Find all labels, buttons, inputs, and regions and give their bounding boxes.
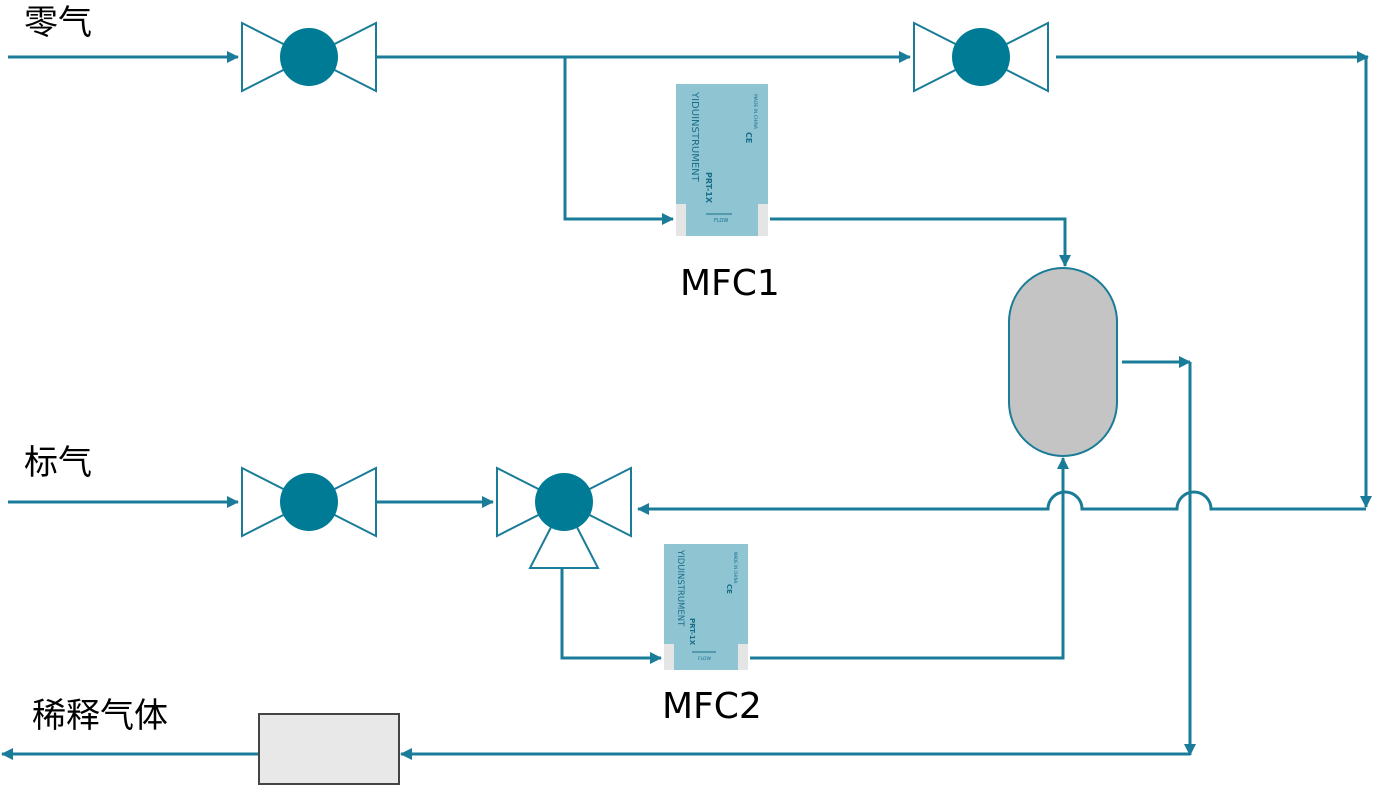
mfc-flow-text: FLOW [698,656,711,662]
bypass-return-pipe [637,490,1366,515]
valve-branch-port [528,499,600,569]
dilution-gas-label: 稀释气体 [32,696,168,736]
mfc-inlet-fitting [676,204,686,236]
two-way-valve-icon[interactable] [241,21,377,93]
mfc-ce-mark: CE [744,132,753,143]
mfc-made-in-text: MADE IN CHINA [733,552,738,583]
mfc-outlet-fitting [738,644,748,670]
mfc-outlet-fitting [758,204,768,236]
two-way-valve-icon[interactable] [241,466,377,538]
zero-gas-label: 零气 [24,3,92,43]
mfc2-label: MFC2 [662,686,762,727]
two-way-valve-icon[interactable] [913,21,1049,93]
mfc-ce-mark: CE [725,584,733,594]
mfc-model-text: PRT-1X [688,618,696,646]
valve-actuator [280,28,338,86]
mass-flow-controller-icon[interactable]: YIDUINSTRUMENT PRT-1X MADE IN CHINA CE F… [676,84,768,236]
valve-actuator [952,28,1010,86]
valve-actuator [535,473,593,531]
mixing-tank-icon[interactable] [1008,267,1118,457]
standard-gas-label: 标气 [24,443,92,483]
mfc-brand-text: YIDUINSTRUMENT [689,91,700,183]
mfc1-feed-pipe [563,57,674,225]
three-way-valve-icon[interactable] [496,466,632,569]
mass-flow-controller-icon[interactable]: YIDUINSTRUMENT PRT-1X MADE IN CHINA CE F… [664,544,748,670]
mfc2-feed-pipe [560,568,662,664]
mfc-model-text: PRT-1X [704,172,713,204]
mfc1-to-tank-pipe [770,217,1071,267]
mfc-brand-text: YIDUINSTRUMENT [675,549,685,627]
mfc-inlet-fitting [664,644,674,670]
outlet-box-icon[interactable] [258,713,400,785]
valve-actuator [280,473,338,531]
pipe-network [1,51,1372,760]
mfc2-to-tank-pipe [750,457,1069,660]
mfc-body [676,84,768,236]
mfc-flow-text: FLOW [714,218,728,224]
mfc1-label: MFC1 [680,263,780,304]
mfc-body [664,544,748,670]
mfc-made-in-text: MADE IN CHINA [752,94,758,130]
